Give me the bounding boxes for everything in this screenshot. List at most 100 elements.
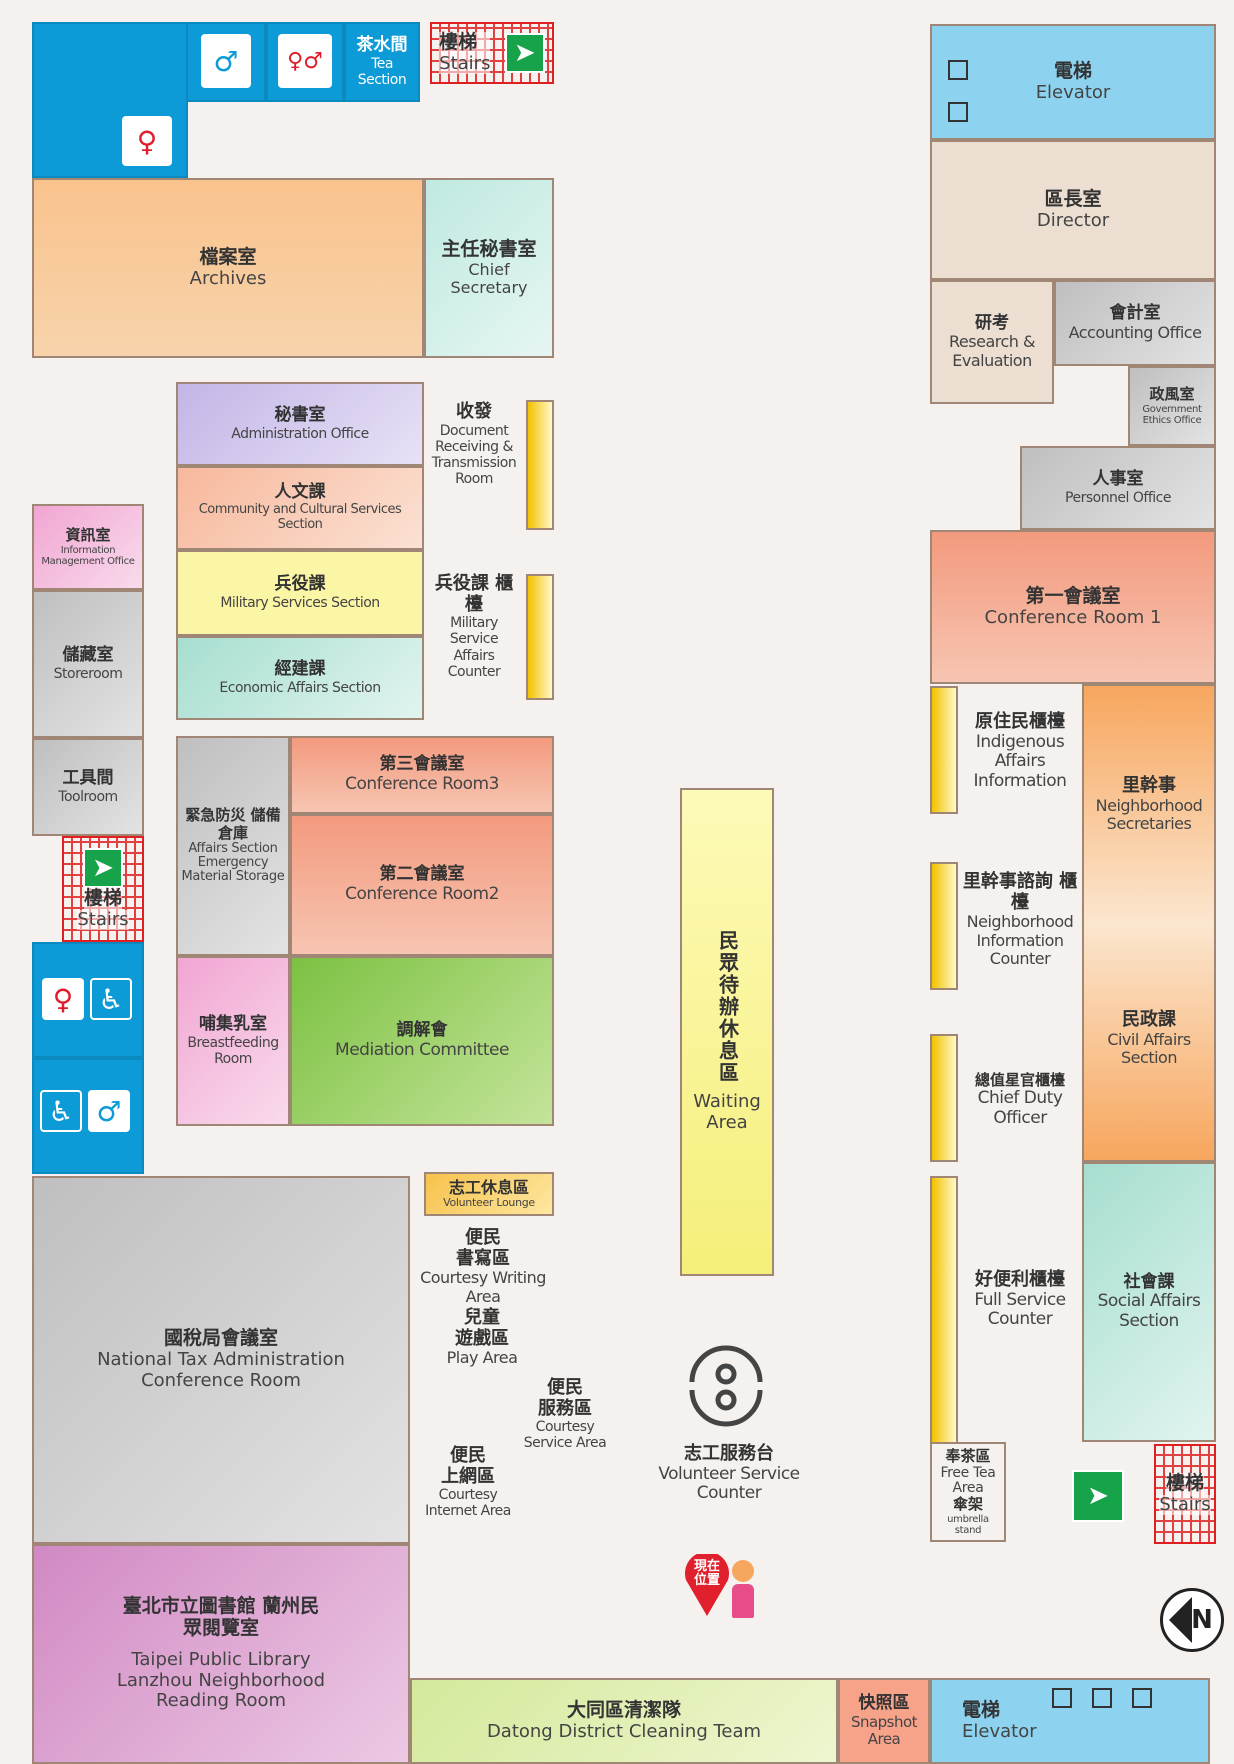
stairs-top-en: Stairs [439, 52, 491, 75]
snapshot-en: Snapshot Area [850, 1712, 918, 1748]
tax-zh: 國稅局會議室 [163, 1327, 278, 1350]
play-zh: 兒童 遊戲區 [455, 1307, 509, 1349]
waiting-area: 民眾待辦休息區 Waiting Area [680, 788, 774, 1276]
free-tea-area: 奉茶區 Free Tea Area 傘架 umbrella stand [930, 1442, 1006, 1542]
info-mgmt-en: Information Management Office [41, 544, 135, 567]
indigenous-counter [930, 686, 958, 814]
elevator-br-zh: 電梯 [962, 1698, 1001, 1721]
economic-zh: 經建課 [274, 659, 326, 680]
elevator-car-icon [948, 102, 968, 122]
storeroom-zh: 儲藏室 [62, 645, 114, 666]
director-room: 區長室 Director [930, 140, 1216, 280]
elevator-car-icon [1092, 1688, 1112, 1708]
writing-area-label: 便民 書寫區 Courtesy Writing Area [416, 1227, 550, 1306]
toolroom: 工具間 Toolroom [32, 738, 144, 836]
chief-secretary-zh: 主任秘書室 [441, 237, 537, 260]
elevator-car-icon [948, 60, 968, 80]
full-service-en: Full Service Counter [974, 1289, 1066, 1330]
community-en: Community and Cultural Services Section [198, 501, 402, 532]
female-restroom-icon: ♀ [42, 978, 84, 1020]
mediation-committee: 調解會 Mediation Committee [290, 956, 554, 1126]
mediation-zh: 調解會 [396, 1020, 448, 1041]
full-service-zh: 好便利櫃檯 [975, 1269, 1065, 1290]
neighborhood-counter [930, 862, 958, 990]
waiting-zh: 民眾待辦休息區 [715, 930, 740, 1085]
duty-officer-label: 總值星官櫃檯 Chief Duty Officer [958, 1071, 1082, 1128]
cleaning-en: Datong District Cleaning Team [486, 1720, 762, 1742]
neighborhood-counter-en: Neighborhood Information Counter [966, 912, 1074, 969]
conf2-zh: 第二會議室 [379, 864, 465, 885]
compass-n-label: N [1191, 1605, 1213, 1635]
emergency-exit-icon: ➤ [504, 33, 545, 73]
volunteer-counter-zh: 志工服務台 [684, 1443, 774, 1464]
play-area-label: 兒童 遊戲區 Play Area [430, 1307, 534, 1368]
free-tea-en: Free Tea Area [940, 1464, 996, 1496]
breastfeeding-room: 哺集乳室 Breastfeeding Room [176, 956, 290, 1126]
male-restroom-icon: ♂ [201, 34, 251, 88]
stairs-left-en: Stairs [77, 908, 129, 931]
volunteer-counter-icon [689, 1345, 763, 1427]
community-section: 人文課 Community and Cultural Services Sect… [176, 466, 424, 550]
conference-room-2: 第二會議室 Conference Room2 [290, 814, 554, 956]
emergency-en: Affairs Section Emergency Material Stora… [181, 840, 285, 885]
duty-officer-en: Chief Duty Officer [977, 1088, 1063, 1128]
military-en: Military Services Section [220, 594, 380, 611]
storeroom-en: Storeroom [53, 665, 123, 682]
umbrella-zh: 傘架 [952, 1495, 983, 1514]
civil-affairs-label: 民政課 Civil Affairs Section [1084, 1009, 1214, 1068]
wheelchair-icon: ♿ [40, 1090, 82, 1132]
child-figure-icon [730, 1560, 756, 1620]
full-service-counter [930, 1176, 958, 1444]
admin-zh: 秘書室 [274, 405, 326, 426]
location-pin-icon [685, 1551, 729, 1616]
play-en: Play Area [446, 1348, 518, 1368]
toolroom-zh: 工具間 [62, 768, 114, 789]
document-en: Document Receiving & Transmission Room [431, 422, 517, 487]
tax-conference-room: 國稅局會議室 National Tax Administration Confe… [32, 1176, 410, 1544]
neighborhood-zh: 里幹事 [1122, 775, 1176, 796]
emergency-zh: 緊急防災 儲備倉庫 [185, 806, 281, 842]
library-en: Taipei Public Library Lanzhou Neighborho… [116, 1648, 326, 1712]
emergency-exit-icon: ➤ [83, 847, 123, 888]
indigenous-label: 原住民櫃檯 Indigenous Affairs Information [960, 711, 1080, 791]
conf3-zh: 第三會議室 [379, 754, 465, 775]
archives-zh: 檔案室 [199, 245, 257, 268]
writing-en: Courtesy Writing Area [420, 1268, 546, 1306]
volunteer-lounge-zh: 志工休息區 [448, 1177, 529, 1197]
stairs-top-zh: 樓梯 [439, 31, 491, 54]
info-mgmt-zh: 資訊室 [65, 526, 111, 545]
tea-section-en: Tea Section [357, 55, 407, 88]
administration-office: 秘書室 Administration Office [176, 382, 424, 466]
storeroom: 儲藏室 Storeroom [32, 590, 144, 738]
elevator-bottom-right: 電梯 Elevator [930, 1678, 1210, 1764]
wheelchair-icon: ♿ [90, 978, 132, 1020]
writing-zh: 便民 書寫區 [456, 1227, 510, 1269]
civil-en: Civil Affairs Section [1107, 1029, 1191, 1068]
conference-room-3: 第三會議室 Conference Room3 [290, 736, 554, 814]
conf2-en: Conference Room2 [345, 884, 499, 904]
free-tea-zh: 奉茶區 [945, 1447, 991, 1466]
info-management-office: 資訊室 Information Management Office [32, 504, 144, 590]
director-zh: 區長室 [1044, 187, 1102, 210]
archives-en: Archives [189, 267, 267, 289]
document-counter [526, 400, 554, 530]
internet-zh: 便民 上網區 [441, 1445, 495, 1487]
breastfeeding-en: Breastfeeding Room [187, 1034, 279, 1067]
chief-secretary-en: Chief Secretary [450, 259, 528, 297]
you-are-here-text: 現在位置 [693, 1559, 720, 1588]
personnel-en: Personnel Office [1065, 489, 1171, 506]
you-are-here-marker: 現在位置 [682, 1551, 732, 1618]
volunteer-counter-en: Volunteer Service Counter [658, 1463, 800, 1504]
document-room-label: 收發 Document Receiving & Transmission Roo… [428, 401, 520, 487]
elevator-br-en: Elevator [962, 1720, 1037, 1742]
male-restroom-icon: ♂ [88, 1090, 130, 1132]
courtesy-service-zh: 便民 服務區 [538, 1377, 592, 1419]
document-zh: 收發 [456, 401, 492, 422]
toolroom-en: Toolroom [58, 788, 118, 805]
military-counter [526, 574, 554, 700]
restroom-block-top-left [32, 22, 188, 178]
elevator-top-right: 電梯 Elevator [930, 24, 1216, 140]
military-counter-en: Military Service Affairs Counter [447, 615, 501, 680]
social-en: Social Affairs Section [1097, 1291, 1201, 1331]
tax-en: National Tax Administration Conference R… [97, 1349, 345, 1391]
